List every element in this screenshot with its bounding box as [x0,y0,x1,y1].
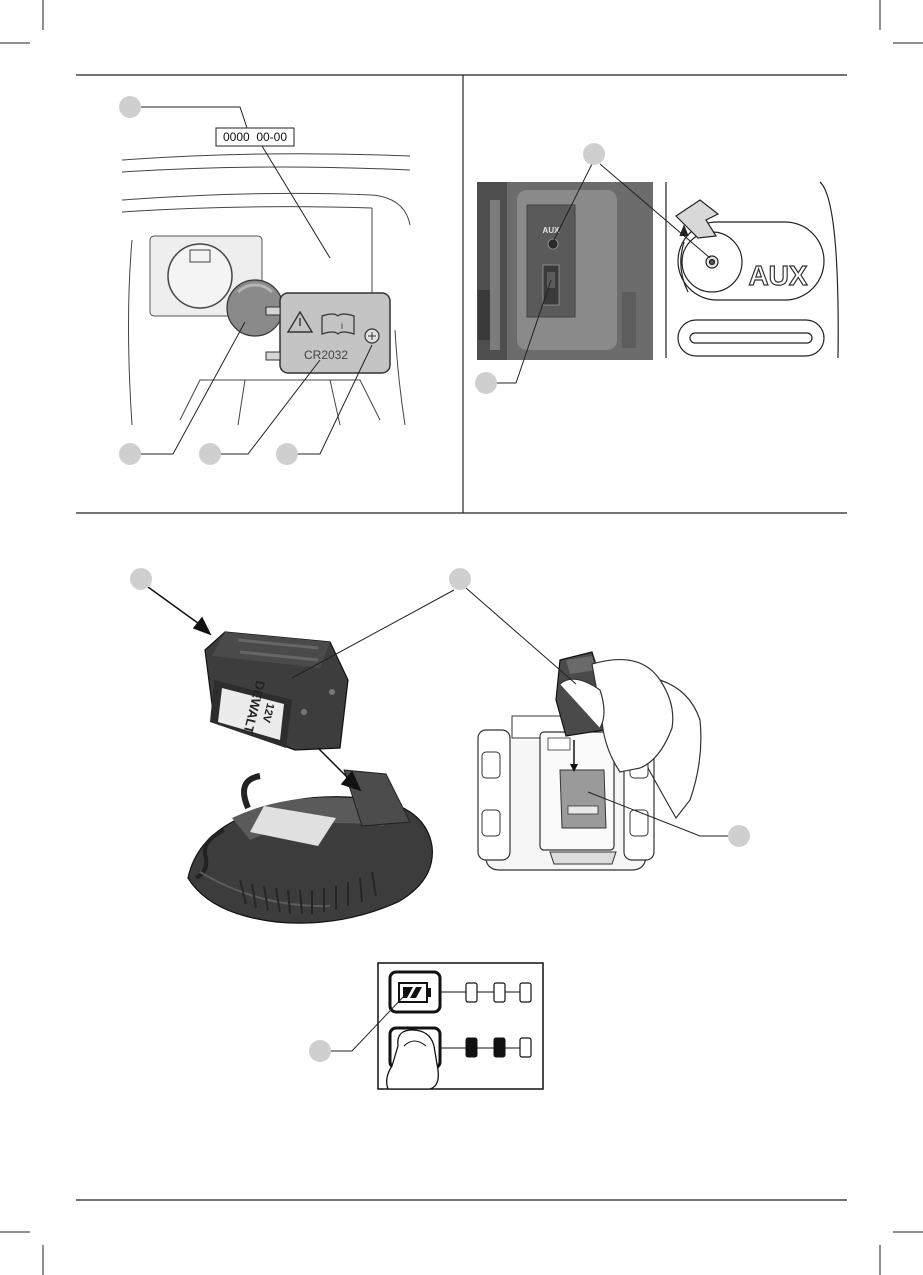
fuel-gauge-led [494,983,505,1002]
fuel-gauge-led-lit [494,1038,505,1057]
figure-c-battery-charging: DEWALT 12V [130,568,750,923]
callout-circle [449,568,471,590]
battery-pack: DEWALT 12V [205,632,348,750]
figure-a-coin-battery: i CR2032 0000 00-00 [119,96,410,465]
callout-circle [583,143,605,165]
callout-circle [199,443,221,465]
aux-large-label: AUX [748,260,807,291]
fuel-gauge-led-lit [466,1038,477,1057]
charger [188,770,432,923]
fuel-gauge-led [520,1038,531,1057]
cr2032-label: CR2032 [304,348,348,362]
callout-circle [475,372,497,394]
fuel-gauge-led [520,983,531,1002]
fuel-gauge-led [466,983,477,1002]
callout-circle [119,96,141,118]
figure-b-aux-port: AUX AUX [475,143,838,394]
callout-circle [119,443,141,465]
callout-circle [130,568,152,590]
svg-text:i: i [341,321,343,331]
aux-port-photo: AUX [477,182,653,360]
callout-circle [309,1040,331,1062]
date-code-text: 0000 00-00 [223,130,287,144]
figure-d-fuel-gauge [309,963,543,1089]
battery-cover: i CR2032 [266,293,390,373]
callout-circle [276,443,298,465]
callout-circle [728,825,750,847]
